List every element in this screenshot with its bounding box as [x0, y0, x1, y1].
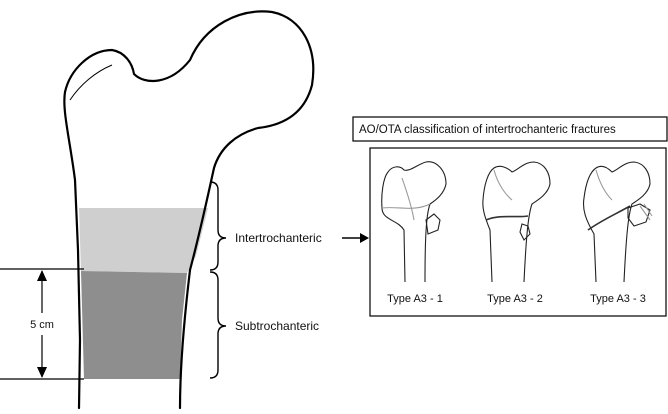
- intertrochanteric-label: Intertrochanteric: [235, 231, 322, 245]
- subtrochanteric-region: [81, 271, 187, 379]
- subtrochanteric-brace: [210, 272, 226, 378]
- type-label-a3-1: Type A3 - 1: [387, 293, 443, 305]
- measure-label: 5 cm: [30, 319, 54, 331]
- subtrochanteric-label: Subtrochanteric: [235, 319, 319, 333]
- measure-arrowhead-top: [37, 270, 47, 281]
- intertrochanteric-brace: [210, 182, 226, 270]
- type-label-a3-3: Type A3 - 3: [590, 293, 646, 305]
- classification-panel: [370, 148, 666, 316]
- classification-title: AO/OTA classification of intertrochanter…: [359, 124, 616, 136]
- intertrochanteric-region: [79, 208, 208, 273]
- measure-arrowhead-bottom: [37, 367, 47, 378]
- type-label-a3-2: Type A3 - 2: [487, 293, 543, 305]
- pointer-arrowhead: [360, 233, 369, 243]
